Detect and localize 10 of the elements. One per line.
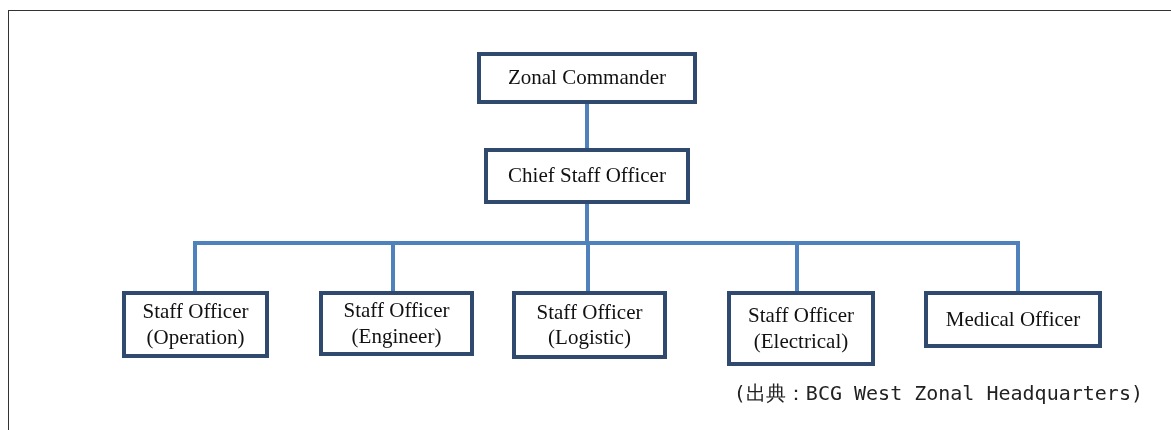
- org-box: Staff Officer (Logistic): [512, 291, 667, 359]
- org-box: Staff Officer (Operation): [122, 291, 269, 358]
- org-box: Staff Officer (Engineer): [319, 291, 474, 356]
- source-note: (出典：BCG West Zonal Headquarters): [733, 380, 1143, 407]
- org-box: Staff Officer (Electrical): [727, 291, 875, 366]
- connector-line: [585, 204, 1020, 291]
- org-box: Chief Staff Officer: [484, 148, 690, 204]
- org-box: Medical Officer: [924, 291, 1102, 348]
- org-box: Zonal Commander: [477, 52, 697, 104]
- connector-line: [585, 104, 589, 148]
